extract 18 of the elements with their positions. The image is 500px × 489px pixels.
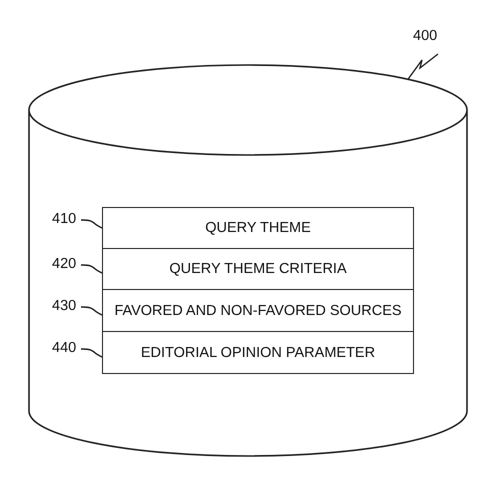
leader-line xyxy=(81,219,102,229)
leader-line xyxy=(407,53,438,80)
callout-number: 440 xyxy=(52,340,76,356)
field-name: QUERY THEME xyxy=(205,220,311,236)
leader-line xyxy=(81,306,102,316)
callout-number: 400 xyxy=(413,28,438,44)
callout-number: 410 xyxy=(52,211,76,227)
leader-line xyxy=(81,264,102,274)
table-row xyxy=(102,207,414,249)
leader-line xyxy=(81,348,102,358)
table-row xyxy=(102,248,414,290)
field-name: EDITORIAL OPINION PARAMETER xyxy=(140,344,376,360)
callout-number: 430 xyxy=(52,298,76,314)
table-row xyxy=(102,331,414,374)
table-row xyxy=(102,289,414,332)
field-name: FAVORED AND NON-FAVORED SOURCES xyxy=(114,302,402,318)
field-name: QUERY THEME CRITERIA xyxy=(169,261,347,277)
callout-number: 420 xyxy=(52,256,76,272)
